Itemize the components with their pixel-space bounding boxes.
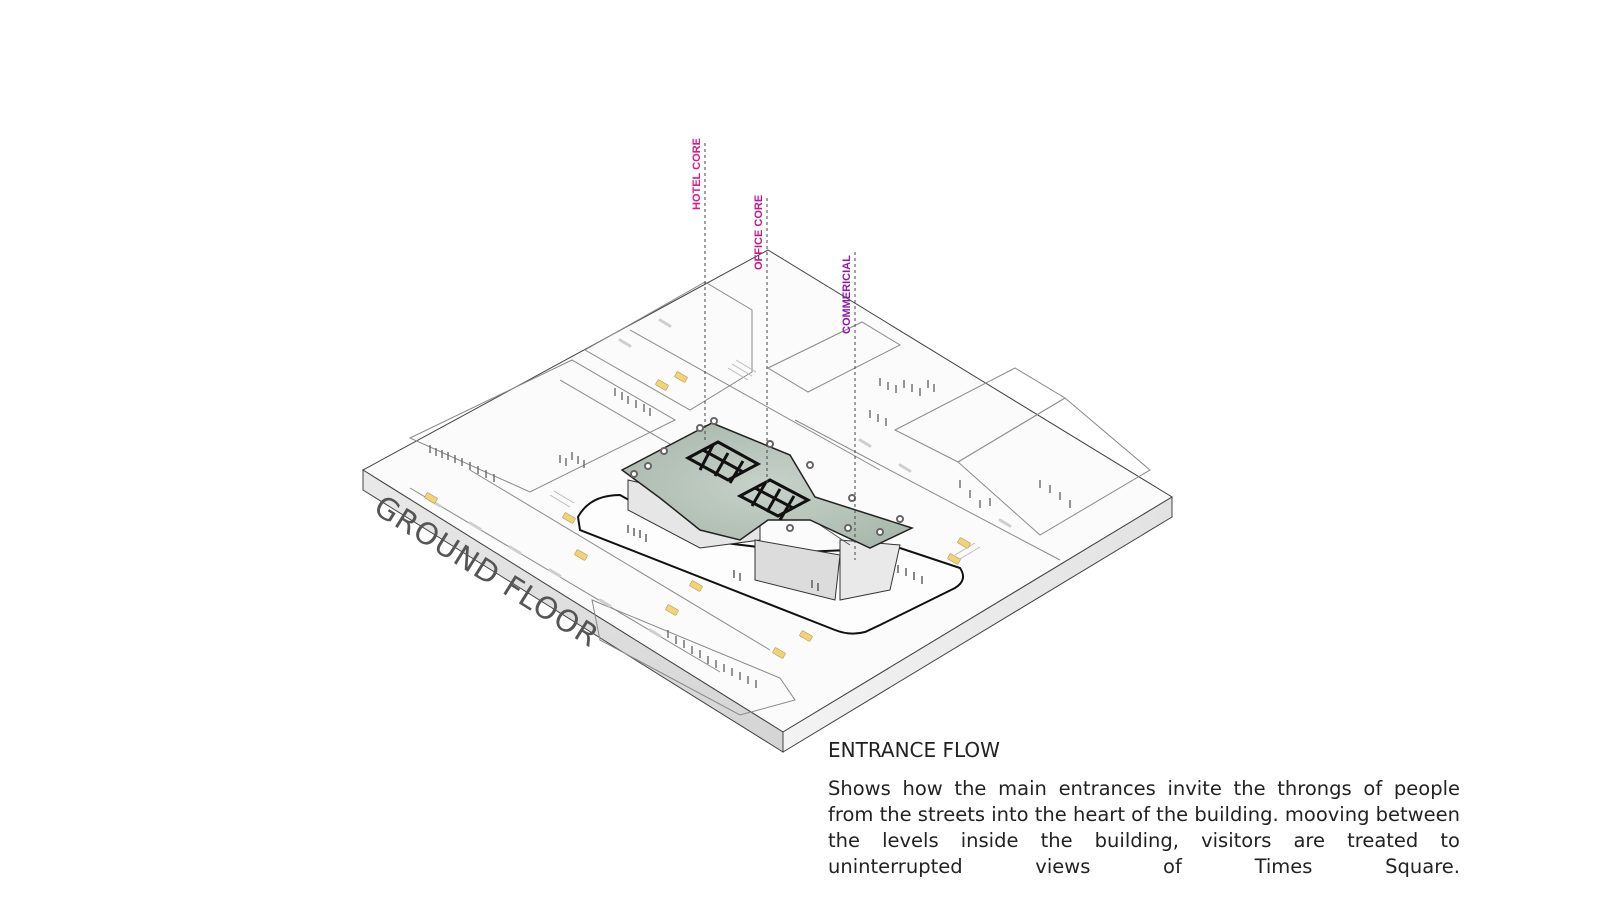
pedestrian-cluster [559,452,585,468]
pedestrian-cluster [1039,480,1071,508]
core-labels: HOTEL CORE OFFICE CORE COMMERICIAL [691,138,856,560]
lane-markings [428,318,1012,638]
pedestrian-cluster [959,480,991,508]
city-block [408,359,677,493]
plaza-pedestrians [627,525,923,591]
pedestrian-cluster [869,410,887,426]
columns [630,417,904,536]
caption-body: Shows how the main entrances invite the … [828,777,1460,878]
taxi [562,512,576,524]
city-block [766,321,902,393]
city-block [957,397,1151,536]
avenue-edge [469,469,771,651]
pedestrian-cluster [429,445,495,482]
street-edge [794,419,1061,561]
hotel-core-label: HOTEL CORE [691,138,703,210]
pedestrian-cluster [667,630,757,688]
taxi [799,630,813,642]
office-core-plan [736,478,812,521]
crosswalk [549,490,575,508]
taxi [772,647,786,659]
taxi [689,580,703,592]
city-block [591,599,796,716]
taxi [655,379,669,391]
commercial-label: COMMERICIAL [841,255,853,334]
taxi [947,553,961,565]
taxi [665,604,679,616]
taxi [574,549,588,561]
pedestrian-cluster [614,388,651,416]
crosswalk [954,542,981,560]
street-edge [629,329,881,471]
crosswalk [727,359,757,381]
office-core-label: OFFICE CORE [753,195,765,270]
hotel-core-plan [684,440,762,484]
taxi [957,537,971,549]
caption-title: ENTRANCE FLOW [828,738,1000,762]
taxi [674,371,688,383]
city-block [583,281,753,411]
pedestrians [429,378,1071,688]
caption: ENTRANCE FLOW Shows how the main entranc… [828,738,1460,880]
building [620,417,923,601]
building-wall-center [754,539,841,601]
pedestrian-cluster [879,378,935,396]
avenue-edge [409,487,721,673]
slab-right-side [782,496,1173,753]
taxi [424,492,438,504]
